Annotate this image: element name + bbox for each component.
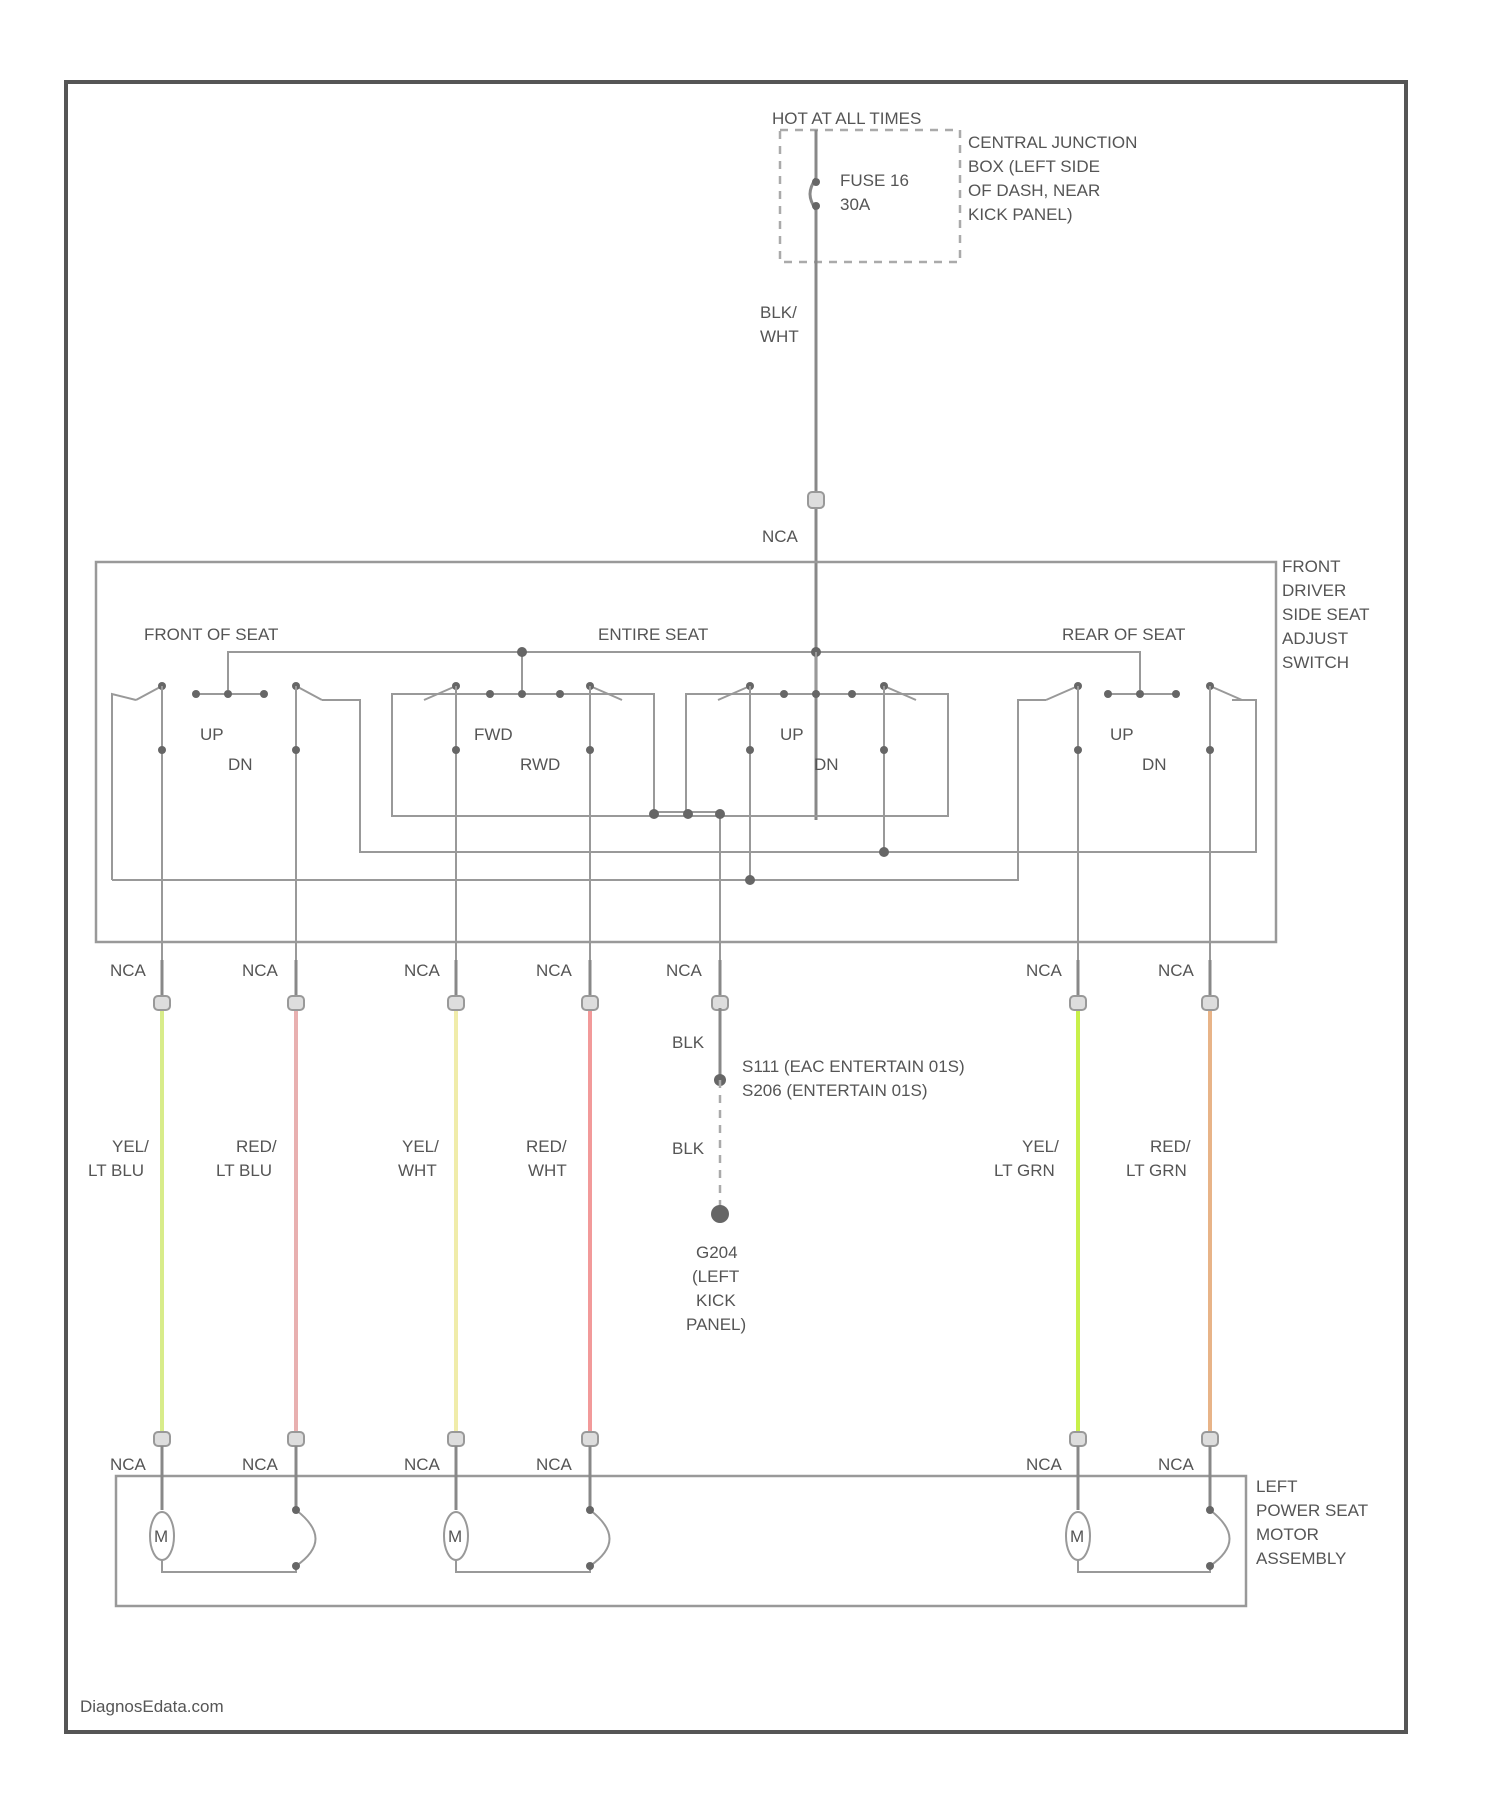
wire-6-label-a: RED/: [1150, 1137, 1191, 1156]
nca-label-m5: NCA: [1026, 1455, 1063, 1474]
motor-2-m-label: M: [448, 1527, 462, 1546]
switch-rear-of-seat: UP DN: [112, 682, 1242, 960]
seat-adjust-switch: FRONT DRIVER SIDE SEAT ADJUST SWITCH FRO…: [96, 557, 1370, 960]
central-junction-box: HOT AT ALL TIMES CENTRAL JUNCTION BOX (L…: [772, 109, 1137, 262]
switch-label-3: SIDE SEAT: [1282, 605, 1370, 624]
switch-label-4: ADJUST: [1282, 629, 1348, 648]
wire-5-label-b: LT GRN: [994, 1161, 1055, 1180]
motor-2: M: [444, 1446, 610, 1572]
nca-label-s4: NCA: [536, 961, 573, 980]
fuse-label: FUSE 16: [840, 171, 909, 190]
motor-3-m-label: M: [1070, 1527, 1084, 1546]
entire-dn-label: DN: [814, 755, 839, 774]
wire-3-label-a: YEL/: [402, 1137, 439, 1156]
front-up-label: UP: [200, 725, 224, 744]
motor-assy-label-4: ASSEMBLY: [1256, 1549, 1346, 1568]
motor-assy-label-1: LEFT: [1256, 1477, 1298, 1496]
group-entire-label: ENTIRE SEAT: [598, 625, 708, 644]
motor-1-m-label: M: [154, 1527, 168, 1546]
splice-label-1: S111 (EAC ENTERTAIN 01S): [742, 1057, 965, 1076]
splice-label-2: S206 (ENTERTAIN 01S): [742, 1081, 928, 1100]
nca-label-m1: NCA: [110, 1455, 147, 1474]
nca-label-s3: NCA: [404, 961, 441, 980]
group-front-label: FRONT OF SEAT: [144, 625, 278, 644]
nca-label-s1: NCA: [110, 961, 147, 980]
nca-label-s5: NCA: [666, 961, 703, 980]
wire-1-label-b: LT BLU: [88, 1161, 144, 1180]
rear-up-label: UP: [1110, 725, 1134, 744]
rear-dn-label: DN: [1142, 755, 1167, 774]
nca-label-s7: NCA: [1158, 961, 1195, 980]
cjb-label-1: CENTRAL JUNCTION: [968, 133, 1137, 152]
fuse-16: [810, 130, 820, 262]
entire-fwd-label: FWD: [474, 725, 513, 744]
feed-wire-color-2: WHT: [760, 327, 799, 346]
wire-4-label-a: RED/: [526, 1137, 567, 1156]
cjb-label-3: OF DASH, NEAR: [968, 181, 1100, 200]
ground-wire-label-2: BLK: [672, 1139, 705, 1158]
switch-label-5: SWITCH: [1282, 653, 1349, 672]
motor-assy-label-2: POWER SEAT: [1256, 1501, 1368, 1520]
ground-wire-label-1: BLK: [672, 1033, 705, 1052]
entire-rwd-label: RWD: [520, 755, 560, 774]
ground-point: [711, 1205, 729, 1223]
ground-path: [711, 960, 729, 1223]
wire-2-label-a: RED/: [236, 1137, 277, 1156]
diagram-frame: [66, 82, 1406, 1732]
feed-nca-label: NCA: [762, 527, 799, 546]
ground-label-1: G204: [696, 1243, 738, 1262]
entire-up-label: UP: [780, 725, 804, 744]
feed-connector: [808, 492, 824, 508]
cjb-label-4: KICK PANEL): [968, 205, 1073, 224]
motor-3: M: [1066, 1446, 1230, 1572]
nca-label-s6: NCA: [1026, 961, 1063, 980]
nca-label-m6: NCA: [1158, 1455, 1195, 1474]
switch-entire-seat-fwd: FWD RWD: [392, 682, 654, 960]
hot-at-all-times-label: HOT AT ALL TIMES: [772, 109, 921, 128]
switch-label-2: DRIVER: [1282, 581, 1346, 600]
motor-assy-label-3: MOTOR: [1256, 1525, 1319, 1544]
nca-label-m3: NCA: [404, 1455, 441, 1474]
ground-label-3: KICK: [696, 1291, 736, 1310]
watermark: DiagnosEdata.com: [80, 1697, 224, 1716]
motor-wires: [162, 1008, 1210, 1438]
nca-label-s2: NCA: [242, 961, 279, 980]
cjb-label-2: BOX (LEFT SIDE: [968, 157, 1100, 176]
fuse-rating: 30A: [840, 195, 871, 214]
wire-2-label-b: LT BLU: [216, 1161, 272, 1180]
motor-1: M: [150, 1446, 316, 1572]
group-rear-label: REAR OF SEAT: [1062, 625, 1185, 644]
front-dn-label: DN: [228, 755, 253, 774]
switch-front-of-seat: UP DN: [112, 682, 1256, 960]
ground-label-2: (LEFT: [692, 1267, 739, 1286]
switch-label-1: FRONT: [1282, 557, 1341, 576]
nca-label-m2: NCA: [242, 1455, 279, 1474]
ground-label-4: PANEL): [686, 1315, 746, 1334]
wire-5-label-a: YEL/: [1022, 1137, 1059, 1156]
wire-6-label-b: LT GRN: [1126, 1161, 1187, 1180]
wire-4-label-b: WHT: [528, 1161, 567, 1180]
nca-label-m4: NCA: [536, 1455, 573, 1474]
feed-wire-color-1: BLK/: [760, 303, 797, 322]
wire-3-label-b: WHT: [398, 1161, 437, 1180]
wire-1-label-a: YEL/: [112, 1137, 149, 1156]
